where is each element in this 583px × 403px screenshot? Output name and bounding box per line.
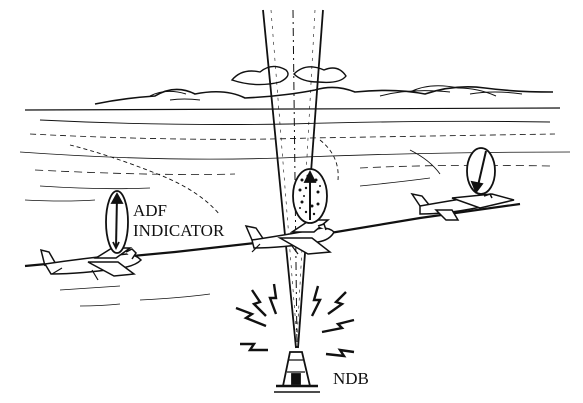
adf-needle-icon <box>292 168 328 224</box>
beam-centerline <box>292 9 298 349</box>
adf-indicator-label: ADF INDICATOR <box>133 201 224 241</box>
ndb-label: NDB <box>333 369 369 388</box>
adf-needle-icon <box>105 190 129 254</box>
horizon-line <box>24 107 561 111</box>
adf-label-line1: ADF <box>133 201 168 220</box>
airplane-icon <box>410 192 515 221</box>
beam-left-edge <box>262 9 297 349</box>
adf-label-line2: INDICATOR <box>133 221 225 240</box>
airplane-icon <box>244 219 335 255</box>
landscape <box>19 65 571 307</box>
cloud-right <box>293 66 347 84</box>
cloud-left <box>230 65 289 86</box>
adf-needle-icon <box>466 147 496 195</box>
mountains <box>94 86 554 105</box>
lightning-bolt-icon <box>235 283 355 358</box>
radio-tower-icon <box>274 351 320 393</box>
airplane-icon <box>39 247 143 281</box>
